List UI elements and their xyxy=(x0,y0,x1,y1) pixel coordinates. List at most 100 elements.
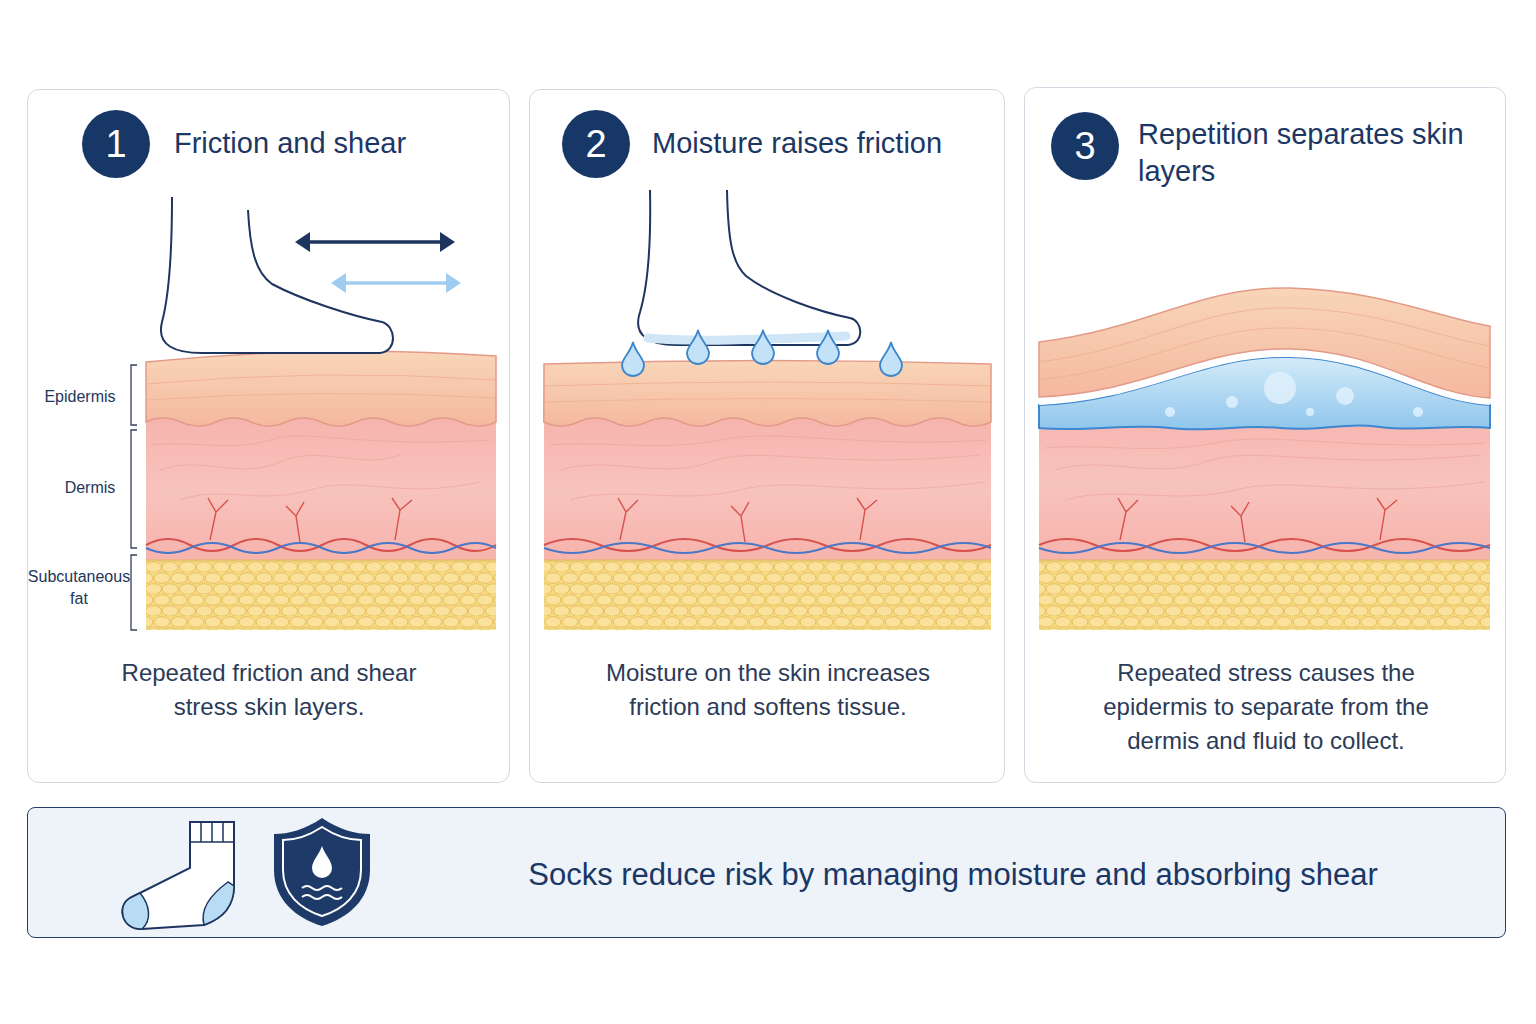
epidermis-layer xyxy=(146,351,496,426)
dermis-bracket xyxy=(131,430,137,548)
epidermis-strata xyxy=(146,393,496,400)
foot-outline xyxy=(638,190,860,345)
epidermis-strata xyxy=(1039,308,1490,362)
epidermis-layer xyxy=(544,361,991,427)
dermis-fibers xyxy=(550,436,988,500)
skin-section-1 xyxy=(146,351,496,630)
fat-layer xyxy=(1039,560,1490,630)
epidermis-strata xyxy=(146,375,496,384)
takeaway-banner: Socks reduce risk by managing moisture a… xyxy=(27,807,1506,938)
layer-label: Epidermis xyxy=(25,386,135,408)
fiber xyxy=(1045,439,1485,448)
shield-icon xyxy=(274,818,370,926)
sock-outline xyxy=(122,822,234,929)
capillaries xyxy=(1118,498,1397,542)
arrow-head xyxy=(295,232,310,252)
capillary xyxy=(731,502,749,542)
sock-toe xyxy=(122,893,148,929)
capillaries xyxy=(208,498,412,542)
fluid-bubbles xyxy=(1165,372,1423,417)
fiber xyxy=(1055,455,1480,470)
vein xyxy=(544,543,991,553)
fat-layer xyxy=(146,560,496,630)
fiber xyxy=(1065,482,1485,500)
sock-ribbing xyxy=(190,822,234,842)
fiber xyxy=(570,482,985,500)
fiber xyxy=(550,436,988,445)
fiber xyxy=(560,455,980,470)
capillaries xyxy=(618,498,877,542)
shield-inner xyxy=(283,827,361,916)
fat-boundary xyxy=(1039,559,1490,560)
capillary xyxy=(286,502,304,542)
epidermis-strata xyxy=(544,382,991,386)
panel-heading: Friction and shear xyxy=(174,125,504,162)
arrow-head xyxy=(446,273,461,293)
water-drop xyxy=(622,342,644,376)
panel-heading: Repetition separates skin layers xyxy=(1138,116,1468,190)
panel-caption: Repeated friction and shear stress skin … xyxy=(89,656,449,724)
bubble xyxy=(1413,407,1423,417)
arrow-head xyxy=(440,232,455,252)
capillary xyxy=(618,498,638,540)
capillary xyxy=(392,498,412,540)
sweat-film xyxy=(648,336,846,340)
artery xyxy=(146,539,496,551)
layer-label: Dermis xyxy=(35,477,145,499)
sock-heel xyxy=(203,882,234,925)
arrow-shaft xyxy=(306,240,443,244)
dermis-fibers xyxy=(150,436,490,500)
panel-heading: Moisture raises friction xyxy=(652,125,1002,162)
vein xyxy=(1039,543,1490,553)
shield-waves xyxy=(302,886,342,899)
shield-body xyxy=(274,818,370,926)
water-drop xyxy=(817,330,839,364)
fat-layer xyxy=(544,560,991,630)
epidermis-strata xyxy=(1039,328,1490,380)
fat-boundary xyxy=(146,559,496,560)
dermis-layer xyxy=(1039,400,1490,565)
epidermis-strata xyxy=(544,399,991,403)
shield-drop xyxy=(312,846,332,878)
capillary xyxy=(857,498,877,540)
panel-caption: Repeated stress causes the epidermis to … xyxy=(1076,656,1456,758)
step-number: 2 xyxy=(585,124,606,164)
water-drop xyxy=(687,330,709,364)
blister-roof xyxy=(1039,288,1490,398)
bubble xyxy=(1226,396,1238,408)
fiber xyxy=(180,482,480,500)
artery xyxy=(1039,539,1490,551)
bubble xyxy=(1336,387,1354,405)
fiber xyxy=(150,436,490,445)
skin-section-3 xyxy=(1039,288,1490,630)
step-panel: Friction and shearRepeated friction and … xyxy=(27,89,510,783)
bubble xyxy=(1306,408,1314,416)
dermis-layer xyxy=(146,415,496,565)
bubble xyxy=(1165,407,1175,417)
vein xyxy=(146,543,496,553)
step-number-circle: 1 xyxy=(82,110,150,178)
water-drop xyxy=(752,330,774,364)
arrow-shaft xyxy=(342,281,450,285)
epidermis-bracket xyxy=(131,365,137,425)
dermis-fibers xyxy=(1045,439,1485,500)
shear-arrow-dark xyxy=(295,232,455,252)
moisture-drops xyxy=(622,330,902,376)
layer-brackets xyxy=(131,365,137,630)
capillary xyxy=(208,498,228,540)
step-number: 1 xyxy=(105,124,126,164)
sock-icon xyxy=(122,822,234,929)
fiber xyxy=(160,455,400,470)
foot-outline xyxy=(161,197,393,353)
artery xyxy=(544,539,991,551)
blister-fluid xyxy=(1039,357,1490,430)
fat-boundary xyxy=(544,559,991,560)
fat-bracket xyxy=(131,555,137,630)
shear-arrow-light xyxy=(331,273,461,293)
separation-gap xyxy=(1039,354,1490,402)
arrow-head xyxy=(331,273,346,293)
panel-caption: Moisture on the skin increases friction … xyxy=(578,656,958,724)
capillary xyxy=(1118,498,1138,540)
bubble xyxy=(1264,372,1296,404)
dermis-layer xyxy=(544,415,991,565)
